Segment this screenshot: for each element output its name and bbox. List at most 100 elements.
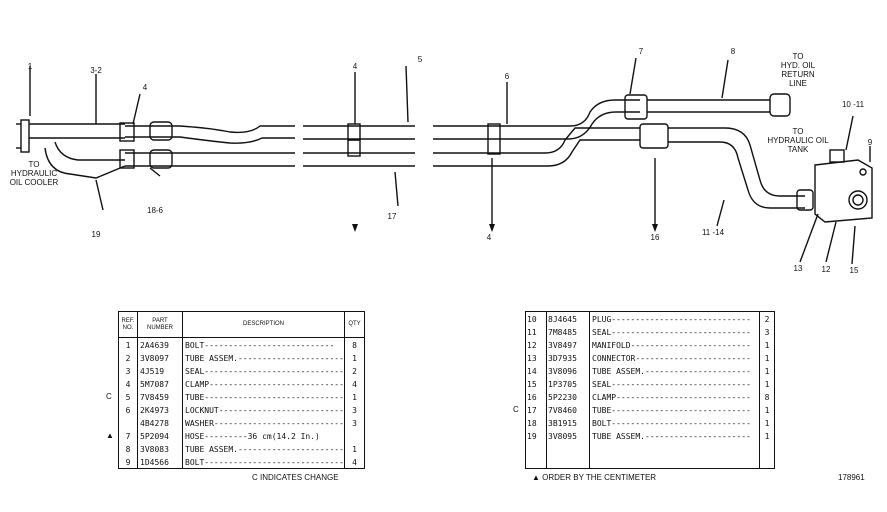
change-mark: C	[106, 392, 112, 401]
callout-7: 7	[638, 47, 644, 56]
cell-desc: SEAL-----------------------------	[592, 380, 751, 389]
cell-qty: 1	[764, 367, 770, 376]
callout-6: 6	[504, 72, 510, 81]
centimeter-footnote: ▲ ORDER BY THE CENTIMETER	[532, 473, 657, 482]
cell-part: 3V8497	[548, 341, 577, 350]
cell-part: 1D4566	[140, 458, 169, 467]
cell-qty: 1	[764, 341, 770, 350]
cell-qty: 1	[352, 393, 357, 402]
callout-11-14: 11 -14	[701, 228, 725, 237]
tube-lower-right	[433, 127, 640, 167]
cell-ref: 12	[527, 341, 537, 350]
parts-table-right: 10 8J4645 PLUG----------------------------…	[525, 311, 775, 469]
callout-17: 17	[387, 212, 397, 221]
change-mark: ▲	[106, 431, 114, 440]
cell-qty: 1	[764, 419, 770, 428]
cell-desc: SEAL-----------------------------	[185, 367, 343, 376]
cell-desc: TUBE ASSEM.----------------------	[185, 445, 343, 454]
cell-part: 3V8095	[548, 432, 577, 441]
cell-ref: 9	[125, 458, 131, 467]
cell-qty: 8	[352, 341, 357, 350]
tube-upper-mid	[303, 125, 415, 140]
cell-qty: 4	[352, 458, 357, 467]
cell-desc: LOCKNUT--------------------------	[185, 406, 343, 415]
cell-desc: PLUG-----------------------------	[592, 315, 751, 324]
cell-qty: 1	[764, 380, 770, 389]
cell-qty: 4	[352, 380, 357, 389]
cell-desc: WASHER---------------------------	[185, 419, 343, 428]
cell-ref: 17	[527, 406, 537, 415]
cell-desc: TUBE ASSEM.----------------------	[592, 367, 751, 376]
cooler-flange	[20, 119, 30, 153]
cell-ref: 11	[527, 328, 537, 337]
cell-part: 2A4639	[140, 341, 169, 350]
cell-part: 1P3705	[548, 380, 577, 389]
callout-19: 19	[91, 230, 101, 239]
cell-qty: 1	[352, 354, 357, 363]
header-description: DESCRIPTION	[183, 312, 344, 338]
cell-desc: TUBE-----------------------------	[592, 406, 751, 415]
cell-ref: 6	[125, 406, 131, 415]
cell-qty: 3	[352, 406, 357, 415]
cell-qty: 8	[764, 393, 770, 402]
cell-qty: 1	[764, 406, 770, 415]
table-row: 8 3V8083 TUBE ASSEM.----------------------…	[119, 443, 364, 456]
callout-3-2: 3-2	[90, 66, 102, 75]
cell-part: 5P2230	[548, 393, 577, 402]
cell-ref: 10	[527, 315, 537, 324]
callout-10-11: 10 -11	[841, 100, 865, 109]
cell-part: 8J4645	[548, 315, 577, 324]
header-qty: QTY	[345, 312, 364, 338]
cell-ref: 13	[527, 354, 537, 363]
callout-16: 16	[650, 233, 660, 242]
cell-desc: HOSE---------36 cm(14.2 In.)	[185, 432, 320, 441]
cell-ref: 7	[125, 432, 131, 441]
cell-desc: TUBE ASSEM.----------------------	[185, 354, 343, 363]
hydraulic-lines-diagram	[16, 57, 873, 265]
tube-upper-left	[29, 123, 125, 139]
callout-18-6: 18-6	[146, 206, 164, 215]
change-mark: C	[513, 405, 519, 414]
cell-ref: 8	[125, 445, 131, 454]
cell-part: 3V8096	[548, 367, 577, 376]
cell-qty: 1	[352, 445, 357, 454]
dest-return-line: TO HYD. OIL RETURN LINE	[780, 52, 816, 88]
table-row: 10 8J4645 PLUG----------------------------…	[526, 313, 774, 326]
callout-8: 8	[730, 47, 736, 56]
callout-4: 4	[486, 233, 492, 242]
header-part-number: PART NUMBER	[138, 312, 182, 338]
callout-4: 4	[352, 62, 358, 71]
cell-desc: SEAL-----------------------------	[592, 328, 751, 337]
table-row: 1 2A4639 BOLT--------------------------- 8	[119, 339, 364, 352]
callout-13: 13	[793, 264, 803, 273]
cell-part: 3V8083	[140, 445, 169, 454]
cell-desc: TUBE-----------------------------	[185, 393, 343, 402]
cell-part: 7M8485	[548, 328, 577, 337]
cell-ref: 15	[527, 380, 537, 389]
cell-ref: 16	[527, 393, 537, 402]
table-row: 7 5P2094 HOSE---------36 cm(14.2 In.)	[119, 430, 364, 443]
tube-return-line	[647, 99, 770, 113]
table-row: 11 7M8485 SEAL----------------------------…	[526, 326, 774, 339]
cell-ref: 2	[125, 354, 131, 363]
manifold	[814, 159, 873, 223]
cell-part: 5P2094	[140, 432, 169, 441]
change-footnote: C INDICATES CHANGE	[252, 473, 339, 482]
cell-qty: 3	[352, 419, 357, 428]
cell-part: 2K4973	[140, 406, 169, 415]
callout-4: 4	[142, 83, 148, 92]
cell-qty: 1	[764, 354, 770, 363]
cell-ref: 3	[125, 367, 131, 376]
tube-upper-right	[433, 99, 640, 140]
callout-5: 5	[417, 55, 423, 64]
cell-desc: BOLT---------------------------	[185, 341, 335, 350]
cell-ref: 1	[125, 341, 131, 350]
